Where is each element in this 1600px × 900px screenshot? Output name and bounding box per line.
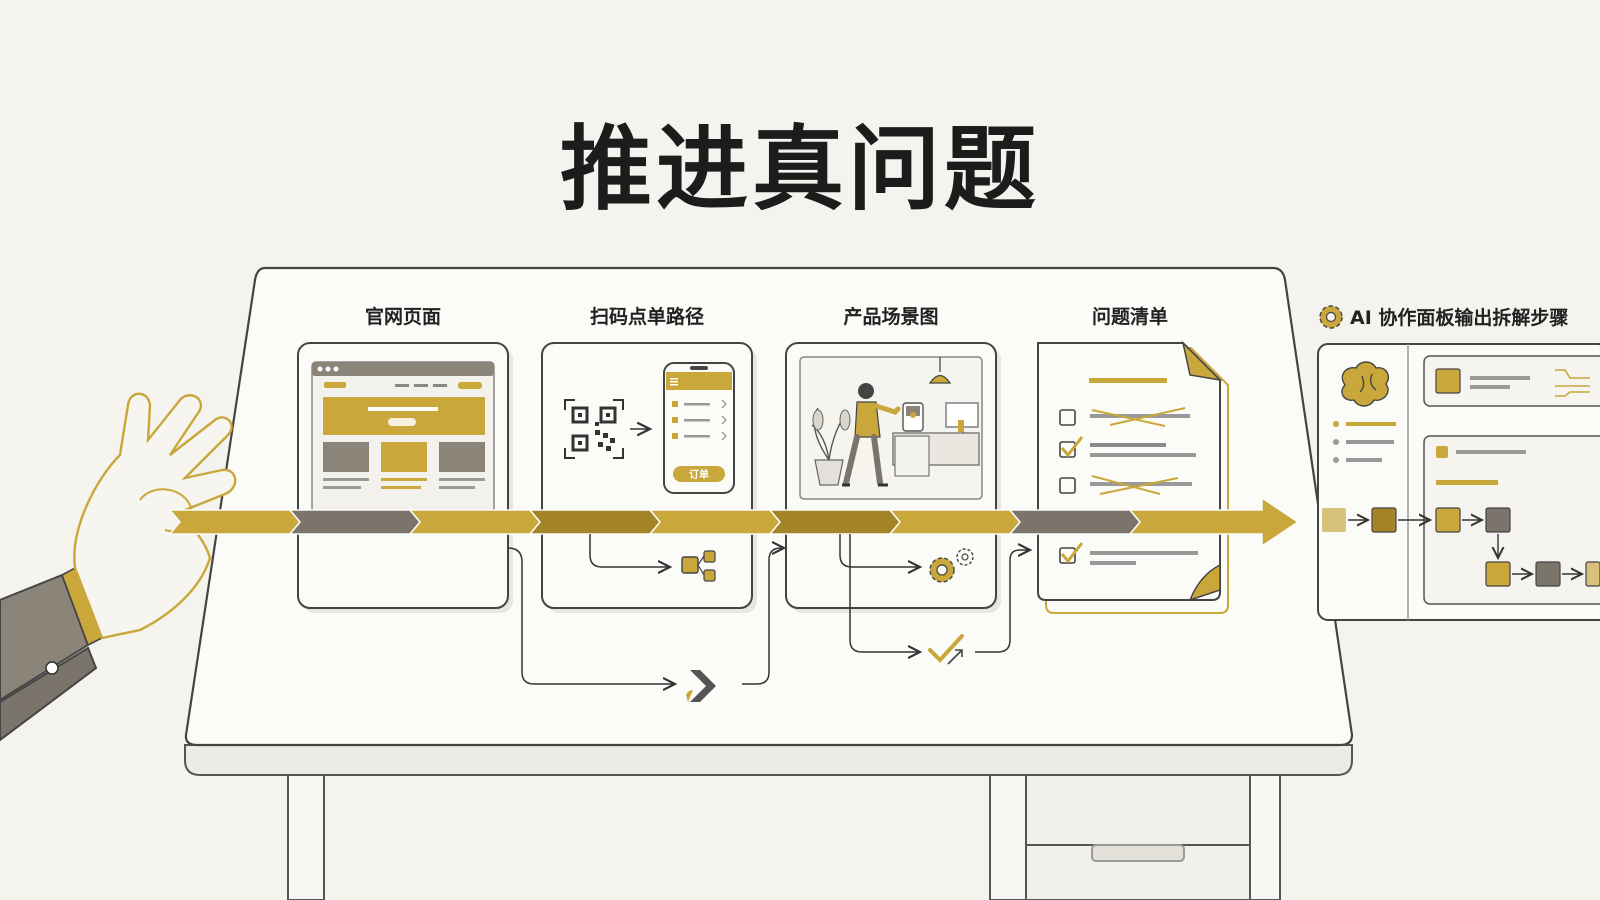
ai-step-flow	[1322, 507, 1600, 587]
forward-chevron-icon	[686, 670, 716, 702]
qr-code-icon	[564, 399, 624, 459]
stage-label-product-scene: 产品场景图	[843, 306, 939, 328]
phone-order-button-label: 订单	[689, 468, 709, 481]
check-arrow-icon	[928, 634, 964, 665]
flowchart-nodes-icon	[681, 550, 716, 582]
card-checklist	[1037, 340, 1229, 614]
page-title: 推进真问题	[559, 116, 1040, 223]
card-qr-order: 订单	[541, 342, 757, 613]
phone-icon: 订单	[663, 362, 735, 494]
table-legs	[287, 774, 1281, 900]
stage-label-qr-order: 扫码点单路径	[589, 306, 704, 328]
flow-arrow	[168, 496, 1300, 548]
brain-icon	[1341, 361, 1390, 407]
card-product-scene	[785, 342, 1001, 613]
ai-panel-label: AI 协作面板输出拆解步骤	[1350, 307, 1569, 329]
stage-label-website: 官网页面	[364, 306, 441, 328]
person-figure	[842, 383, 901, 487]
stage-label-checklist: 问题清单	[1091, 306, 1168, 328]
card-website	[297, 342, 513, 613]
gears-icon	[929, 548, 974, 583]
connector-lines	[507, 534, 1030, 684]
ai-panel	[1317, 343, 1600, 621]
hand-illustration	[0, 392, 237, 742]
gear-icon	[1319, 305, 1343, 329]
